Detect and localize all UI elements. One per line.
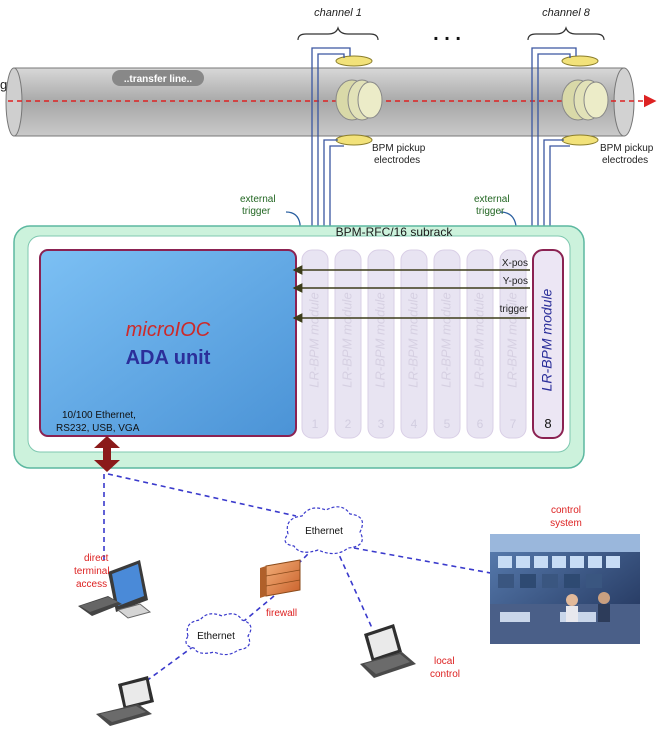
module-label-6: LR-BPM module — [471, 292, 486, 387]
bpm-pickup-label-1a: BPM pickup — [372, 143, 426, 154]
ada-unit-title: ADA unit — [126, 347, 211, 369]
ethernet-cloud-secondary — [185, 613, 252, 656]
transfer-line-label: ..transfer line.. — [124, 74, 193, 85]
ethernet-port-arrow — [94, 436, 120, 472]
channel-1-cables — [311, 47, 351, 234]
module-number-5: 5 — [444, 417, 451, 431]
channel-8-cables — [531, 47, 577, 248]
channel-8-brace — [527, 26, 605, 41]
local-control-line-2: control — [430, 669, 460, 680]
channel-ellipsis: . . . — [433, 23, 461, 45]
module-label-8: LR-BPM module — [539, 288, 555, 391]
ethernet-label-main: Ethernet — [305, 526, 343, 537]
local-control-line-1: local — [434, 656, 455, 667]
direct-terminal-line-1: direct — [84, 553, 109, 564]
external-trigger-8a: external — [474, 194, 510, 205]
module-body-6 — [466, 249, 494, 439]
channel-1-label: channel 1 — [314, 7, 362, 19]
module-number-1: 1 — [312, 417, 319, 431]
bpm-pickup-label-8a: BPM pickup — [600, 143, 654, 154]
external-trigger-1b: trigger — [242, 206, 271, 217]
channel-8-pickup — [561, 55, 609, 146]
module-slot-5: LR-BPM module 5 — [433, 249, 461, 439]
channel-1-pickup — [335, 55, 383, 146]
channel-1-brace — [297, 26, 379, 41]
control-system-line-1: control — [551, 505, 581, 516]
external-trigger-cable-1 — [285, 211, 301, 234]
module-slot-1: LR-BPM module 1 — [301, 249, 329, 439]
external-trigger-1a: external — [240, 194, 276, 205]
module-number-3: 3 — [378, 417, 385, 431]
ada-unit-box — [39, 249, 297, 437]
module-body-1 — [301, 249, 329, 439]
control-system-line-2: system — [550, 518, 582, 529]
channel-8-label: channel 8 — [542, 7, 591, 19]
ethernet-label-secondary: Ethernet — [197, 631, 235, 642]
module-label-7: LR-BPM module — [504, 292, 519, 387]
firewall-label: firewall — [266, 608, 297, 619]
subrack-title: BPM-RFC/16 subrack — [336, 225, 454, 239]
remote-laptop-icon — [96, 676, 154, 726]
module-slot-2: LR-BPM module 2 — [334, 249, 362, 439]
module-number-4: 4 — [411, 417, 418, 431]
module-body-4 — [400, 249, 428, 439]
module-body-7 — [499, 249, 527, 439]
module-number-8: 8 — [544, 416, 551, 431]
module-label-1: LR-BPM module — [306, 292, 321, 387]
firewall-icon — [260, 559, 301, 598]
module-body-5 — [433, 249, 461, 439]
module-number-6: 6 — [477, 417, 484, 431]
external-trigger-8b: trigger — [476, 206, 505, 217]
direct-terminal-line-3: access — [76, 579, 107, 590]
transfer-line-tube — [5, 67, 635, 137]
edge-letter: g — [0, 77, 7, 92]
trigger-signal-label: trigger — [500, 304, 529, 315]
module-body-2 — [334, 249, 362, 439]
control-room-photo — [490, 534, 640, 644]
local-laptop-icon — [360, 624, 416, 678]
transfer-line-badge — [112, 70, 204, 86]
ethernet-cloud-main — [284, 506, 363, 555]
module-slot-8: LR-BPM module 8 — [532, 249, 564, 439]
x-pos-label: X-pos — [502, 258, 528, 269]
module-label-4: LR-BPM module — [405, 292, 420, 387]
ports-line-1: 10/100 Ethernet, — [62, 410, 136, 421]
y-pos-label: Y-pos — [503, 276, 528, 287]
module-slot-7: LR-BPM module 7 — [499, 249, 527, 439]
microioc-title: microIOC — [126, 319, 211, 341]
desktop-monitor-icon — [78, 560, 152, 619]
module-label-2: LR-BPM module — [339, 292, 354, 387]
bpm-pickup-label-8b: electrodes — [602, 155, 648, 166]
ports-line-2: RS232, USB, VGA — [56, 423, 140, 434]
module-slot-6: LR-BPM module 6 — [466, 249, 494, 439]
module-body-8 — [532, 249, 564, 439]
module-number-7: 7 — [510, 417, 517, 431]
direct-terminal-line-2: terminal — [74, 566, 110, 577]
module-slot-4: LR-BPM module 4 — [400, 249, 428, 439]
module-body-3 — [367, 249, 395, 439]
bpm-pickup-label-1b: electrodes — [374, 155, 420, 166]
module-number-2: 2 — [345, 417, 352, 431]
module-label-5: LR-BPM module — [438, 292, 453, 387]
module-label-3: LR-BPM module — [372, 292, 387, 387]
module-slot-3: LR-BPM module 3 — [367, 249, 395, 439]
